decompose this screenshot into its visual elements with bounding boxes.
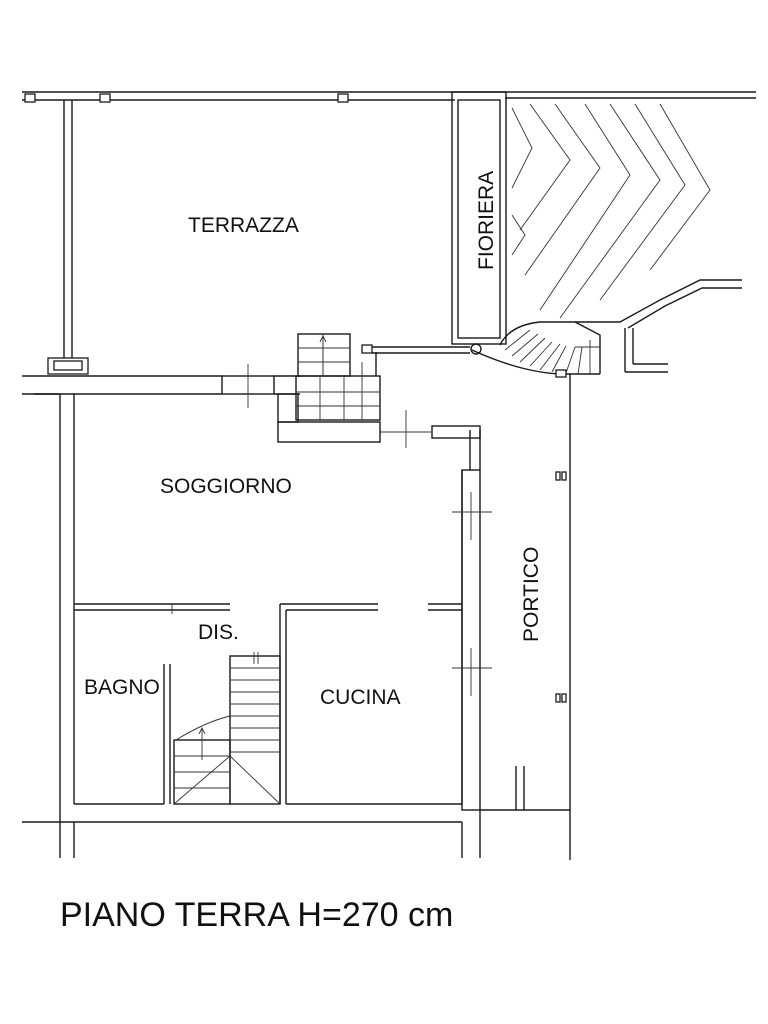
room-label-fioriera: FIORIERA (475, 171, 498, 270)
house-walls (22, 364, 481, 858)
terrace-left-post (47, 100, 89, 375)
terrace-threshold (361, 344, 470, 354)
exterior-edge (575, 279, 742, 373)
outdoor-stair (470, 321, 601, 378)
room-label-dis: DIS. (198, 621, 239, 644)
terrace-railing (22, 91, 756, 103)
room-label-terrazza: TERRAZZA (188, 214, 299, 237)
portico-structure (375, 352, 571, 860)
room-label-bagno: BAGNO (84, 676, 160, 699)
garden-hatching (511, 103, 711, 319)
window-markers (380, 410, 492, 696)
plan-caption: PIANO TERRA H=270 cm (60, 896, 454, 934)
planter (451, 91, 507, 345)
room-label-soggiorno: SOGGIORNO (160, 475, 292, 498)
interior-stair (173, 652, 281, 805)
entry-stair (277, 333, 381, 443)
room-label-portico: PORTICO (520, 547, 543, 642)
room-label-cucina: CUCINA (320, 686, 401, 709)
